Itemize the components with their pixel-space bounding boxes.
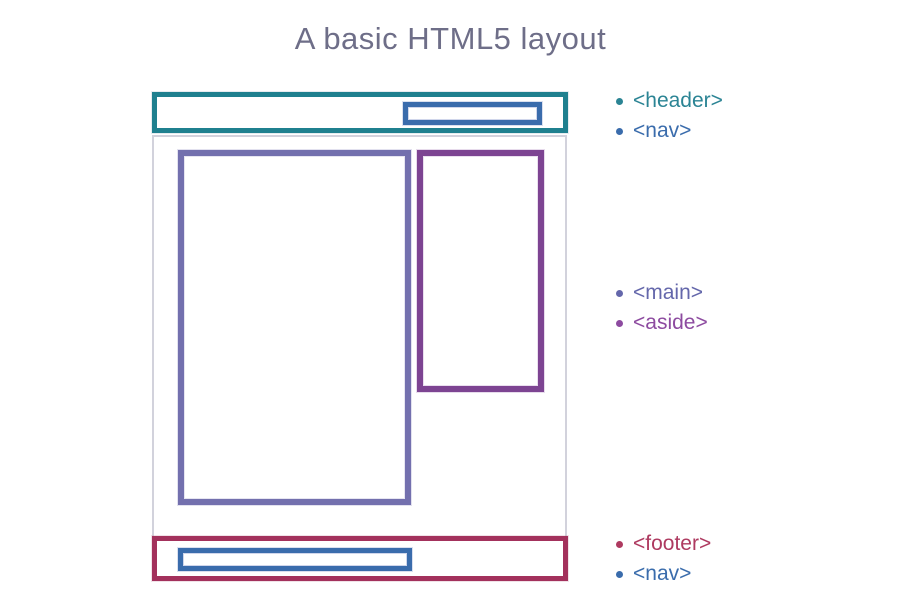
bullet-icon xyxy=(616,127,623,135)
legend-item-main: <main> xyxy=(616,278,708,308)
legend-label-footer: <footer> xyxy=(633,532,712,555)
legend-label-nav-footer: <nav> xyxy=(633,562,692,585)
legend-item-header: <header> xyxy=(616,86,723,116)
header-element-box xyxy=(152,92,568,133)
page-title: A basic HTML5 layout xyxy=(294,21,607,56)
legend-item-nav: <nav> xyxy=(616,116,723,146)
bullet-icon xyxy=(616,289,623,297)
bullet-icon xyxy=(616,570,623,578)
legend-item-footer: <footer> xyxy=(616,529,711,559)
legend-group-header-nav: <header> <nav> xyxy=(616,86,723,146)
nav-in-footer-box xyxy=(178,548,412,571)
legend-label-nav: <nav> xyxy=(633,119,692,142)
legend-group-footer-nav: <footer> <nav> xyxy=(616,529,711,589)
legend-item-aside: <aside> xyxy=(616,308,708,338)
bullet-icon xyxy=(616,97,623,105)
bullet-icon xyxy=(616,540,623,548)
legend-group-main-aside: <main> <aside> xyxy=(616,278,708,338)
aside-element-box xyxy=(417,150,544,392)
legend-label-header: <header> xyxy=(633,89,723,112)
legend-label-aside: <aside> xyxy=(633,311,708,334)
bullet-icon xyxy=(616,319,623,327)
main-element-box xyxy=(178,150,411,505)
footer-element-box xyxy=(152,536,568,581)
nav-in-header-box xyxy=(403,102,542,125)
legend-item-nav-footer: <nav> xyxy=(616,559,711,589)
legend-label-main: <main> xyxy=(633,281,704,304)
